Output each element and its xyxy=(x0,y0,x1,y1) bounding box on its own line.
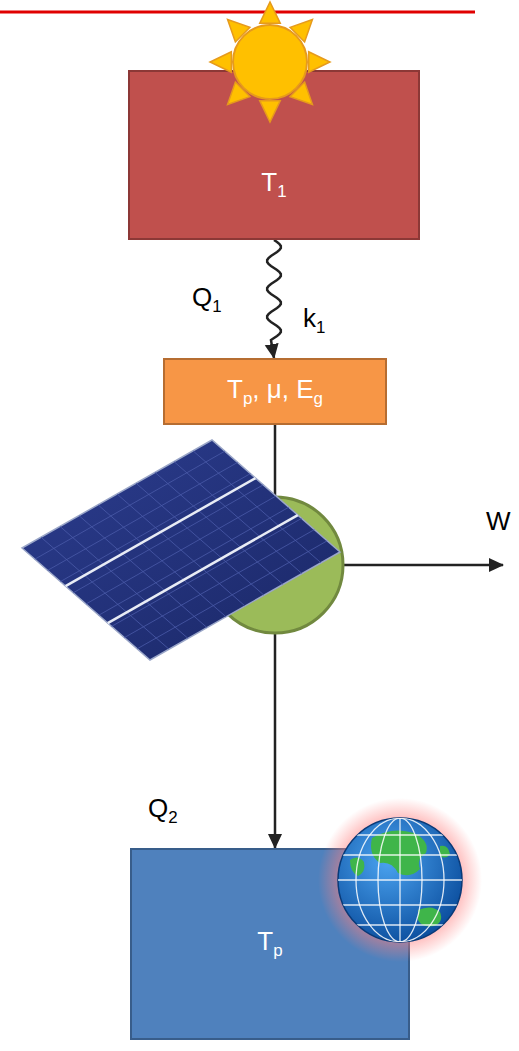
text-part: k xyxy=(303,303,316,333)
sink-box: Tp xyxy=(130,848,410,1040)
solar-panel xyxy=(22,440,340,660)
text-part: T xyxy=(261,167,277,197)
text-part: W xyxy=(486,506,511,536)
node-text: Tp, μ, Eg xyxy=(227,374,323,409)
work-label: W xyxy=(486,506,511,537)
sun-icon xyxy=(210,2,330,122)
header-rule xyxy=(0,11,475,14)
reservoir-box: T1 xyxy=(128,70,420,240)
heat-label: Q2 xyxy=(148,793,178,828)
heat-label: Q1 xyxy=(192,282,222,317)
text-part: , μ, xyxy=(252,374,296,404)
node-text: T1 xyxy=(261,167,286,202)
text-part: T xyxy=(227,374,243,404)
text-part: Q xyxy=(148,793,168,823)
text-part: g xyxy=(314,389,323,408)
text-part: Q xyxy=(192,282,212,312)
text-part: 1 xyxy=(316,318,325,337)
engine-circle xyxy=(207,497,343,633)
text-part: 1 xyxy=(277,182,286,201)
text-part: 1 xyxy=(212,297,221,316)
text-part: E xyxy=(296,374,313,404)
node-text: Tp xyxy=(257,926,282,961)
text-part: T xyxy=(257,926,273,956)
absorber-box: Tp, μ, Eg xyxy=(163,358,387,425)
text-part: p xyxy=(273,941,282,960)
work-arrow xyxy=(343,564,503,567)
text-part: p xyxy=(243,389,252,408)
heat-flow-arrow xyxy=(274,425,277,848)
rate-label: k1 xyxy=(303,303,325,338)
radiation-arrow xyxy=(267,240,281,358)
text-part: 2 xyxy=(168,808,177,827)
earth-globe xyxy=(318,798,482,962)
